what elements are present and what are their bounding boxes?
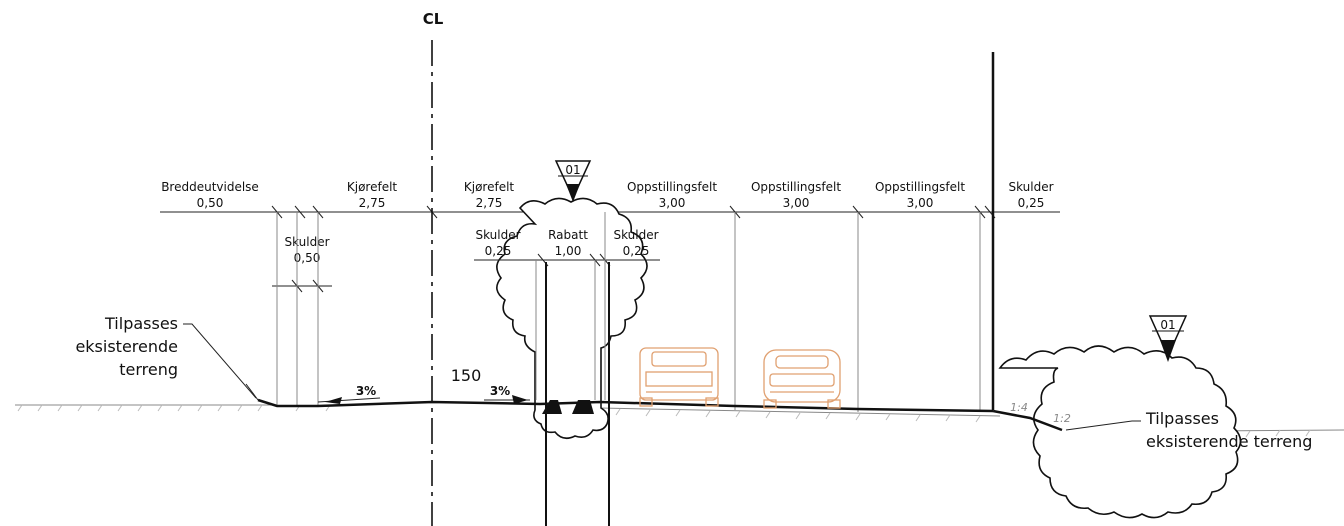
dim-label-rabatt: Rabatt bbox=[548, 228, 588, 242]
note-right-line1: Tilpasses bbox=[1145, 409, 1219, 428]
dim-value-breddeutvidelse: 0,50 bbox=[197, 196, 224, 210]
dim-label-breddeutvidelse: Breddeutvidelse bbox=[161, 180, 259, 194]
dim-value-oppstillingsfelt-3: 3,00 bbox=[907, 196, 934, 210]
curb-blocks bbox=[542, 400, 594, 414]
dim-label-oppstillingsfelt-1: Oppstillingsfelt bbox=[627, 180, 717, 194]
second-dimension-labels: Skulder 0,50 Skulder 0,25 Rabatt 1,00 Sk… bbox=[284, 228, 658, 265]
revision-cloud-middle bbox=[496, 197, 648, 440]
dim-label-skulder-left: Skulder bbox=[284, 235, 329, 249]
marker-01-middle: 01 bbox=[554, 160, 592, 202]
slope-ratio-1: 1:4 bbox=[1010, 401, 1028, 414]
right-slope bbox=[992, 409, 1063, 432]
dim-value-oppstillingsfelt-1: 3,00 bbox=[659, 196, 686, 210]
note-left-line2: eksisterende bbox=[75, 337, 178, 356]
note-left-line3: terreng bbox=[119, 360, 178, 379]
note-left-line1: Tilpasses bbox=[104, 314, 178, 333]
note-right-line2: eksisterende terreng bbox=[1146, 432, 1312, 451]
slope-arrow-left bbox=[317, 397, 381, 404]
top-dimension-labels: Breddeutvidelse 0,50 Kjørefelt 2,75 Kjør… bbox=[161, 180, 1053, 210]
dim-value-rabatt: 1,00 bbox=[555, 244, 582, 258]
dim-value-skulder-mid-left: 0,25 bbox=[485, 244, 512, 258]
centerline-label: CL bbox=[423, 10, 444, 28]
car-right bbox=[763, 349, 841, 409]
dim-label-kjorefelt-1: Kjørefelt bbox=[347, 180, 398, 194]
dim-value-kjorefelt-1: 2,75 bbox=[359, 196, 386, 210]
slope-left-label: 3% bbox=[356, 384, 376, 398]
slope-ratio-2: 1:2 bbox=[1053, 412, 1071, 425]
dim-label-skulder-right: Skulder bbox=[1008, 180, 1053, 194]
dim-label-skulder-mid-right: Skulder bbox=[613, 228, 658, 242]
elevation-label: 150 bbox=[451, 366, 482, 385]
dim-value-skulder-right: 0,25 bbox=[1018, 196, 1045, 210]
dim-label-kjorefelt-2: Kjørefelt bbox=[464, 180, 515, 194]
revision-cloud-right bbox=[998, 345, 1242, 519]
dim-label-oppstillingsfelt-2: Oppstillingsfelt bbox=[751, 180, 841, 194]
dim-value-skulder-left: 0,50 bbox=[294, 251, 321, 265]
dim-value-skulder-mid-right: 0,25 bbox=[623, 244, 650, 258]
dim-label-skulder-mid-left: Skulder bbox=[475, 228, 520, 242]
slope-arrow-mid bbox=[484, 395, 530, 404]
note-right: Tilpasses eksisterende terreng bbox=[1065, 409, 1312, 451]
dim-label-oppstillingsfelt-3: Oppstillingsfelt bbox=[875, 180, 965, 194]
marker-01-middle-label: 01 bbox=[565, 163, 580, 177]
extension-lines bbox=[276, 212, 981, 412]
marker-01-right: 01 bbox=[1148, 315, 1188, 362]
note-left: Tilpasses eksisterende terreng bbox=[75, 314, 257, 399]
dim-value-kjorefelt-2: 2,75 bbox=[476, 196, 503, 210]
road-surface bbox=[257, 398, 994, 413]
car-left bbox=[639, 347, 719, 407]
dim-value-oppstillingsfelt-2: 3,00 bbox=[783, 196, 810, 210]
marker-01-right-label: 01 bbox=[1160, 318, 1175, 332]
slope-mid-label: 3% bbox=[490, 384, 510, 398]
